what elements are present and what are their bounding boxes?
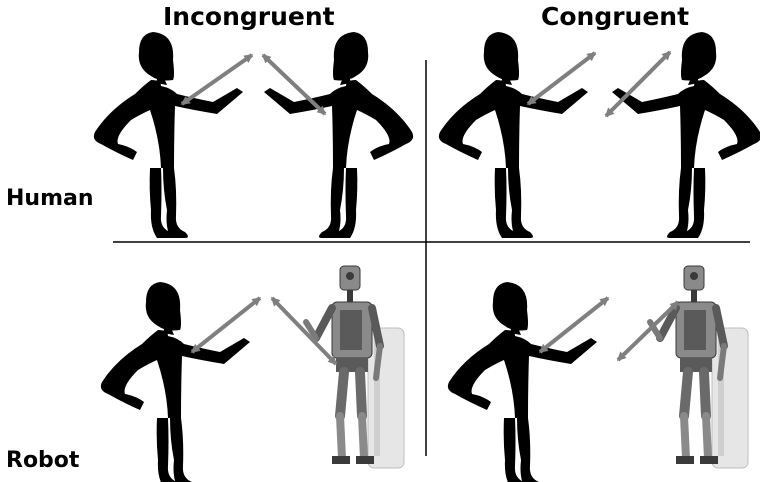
human-figure-right [264, 32, 414, 238]
panel-robot-incongruent [100, 266, 404, 482]
human-figure-left [93, 32, 243, 238]
row-label-human: Human [6, 186, 94, 211]
movement-arrow [526, 51, 597, 106]
movement-arrow [616, 300, 680, 362]
panel-robot-congruent [447, 266, 748, 482]
human-figure-right [612, 32, 760, 238]
human-figure-left [438, 32, 588, 238]
movement-arrow [180, 53, 254, 106]
panel-human-congruent [438, 32, 760, 238]
movement-arrow [604, 50, 672, 118]
human-figure [100, 282, 250, 482]
movement-arrow [261, 53, 327, 116]
robot-figure [650, 266, 748, 468]
robot-figure [306, 266, 404, 468]
column-title-incongruent: Incongruent [163, 2, 335, 31]
movement-arrow [270, 296, 338, 366]
human-figure [447, 282, 597, 482]
movement-arrow [538, 296, 610, 354]
column-title-congruent: Congruent [541, 2, 690, 31]
panel-human-incongruent [93, 32, 414, 238]
movement-arrow [190, 296, 262, 354]
row-label-robot: Robot [6, 448, 80, 473]
